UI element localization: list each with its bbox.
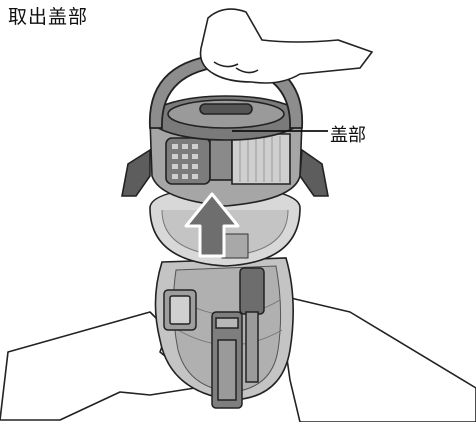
lid-body	[149, 119, 303, 207]
lid-side-latch-right	[299, 148, 329, 197]
page-title: 取出盖部	[8, 6, 89, 28]
lift-arrow-icon	[184, 192, 240, 258]
brush-tool	[239, 267, 265, 383]
lid-top	[149, 95, 303, 141]
lid-callout-label: 盖部	[330, 125, 366, 146]
canister-handle	[211, 311, 243, 409]
hand-lower-outline	[0, 294, 476, 422]
canister-latch	[163, 289, 197, 331]
lid-side-latch-left	[121, 148, 151, 197]
hand-icon	[199, 8, 374, 84]
